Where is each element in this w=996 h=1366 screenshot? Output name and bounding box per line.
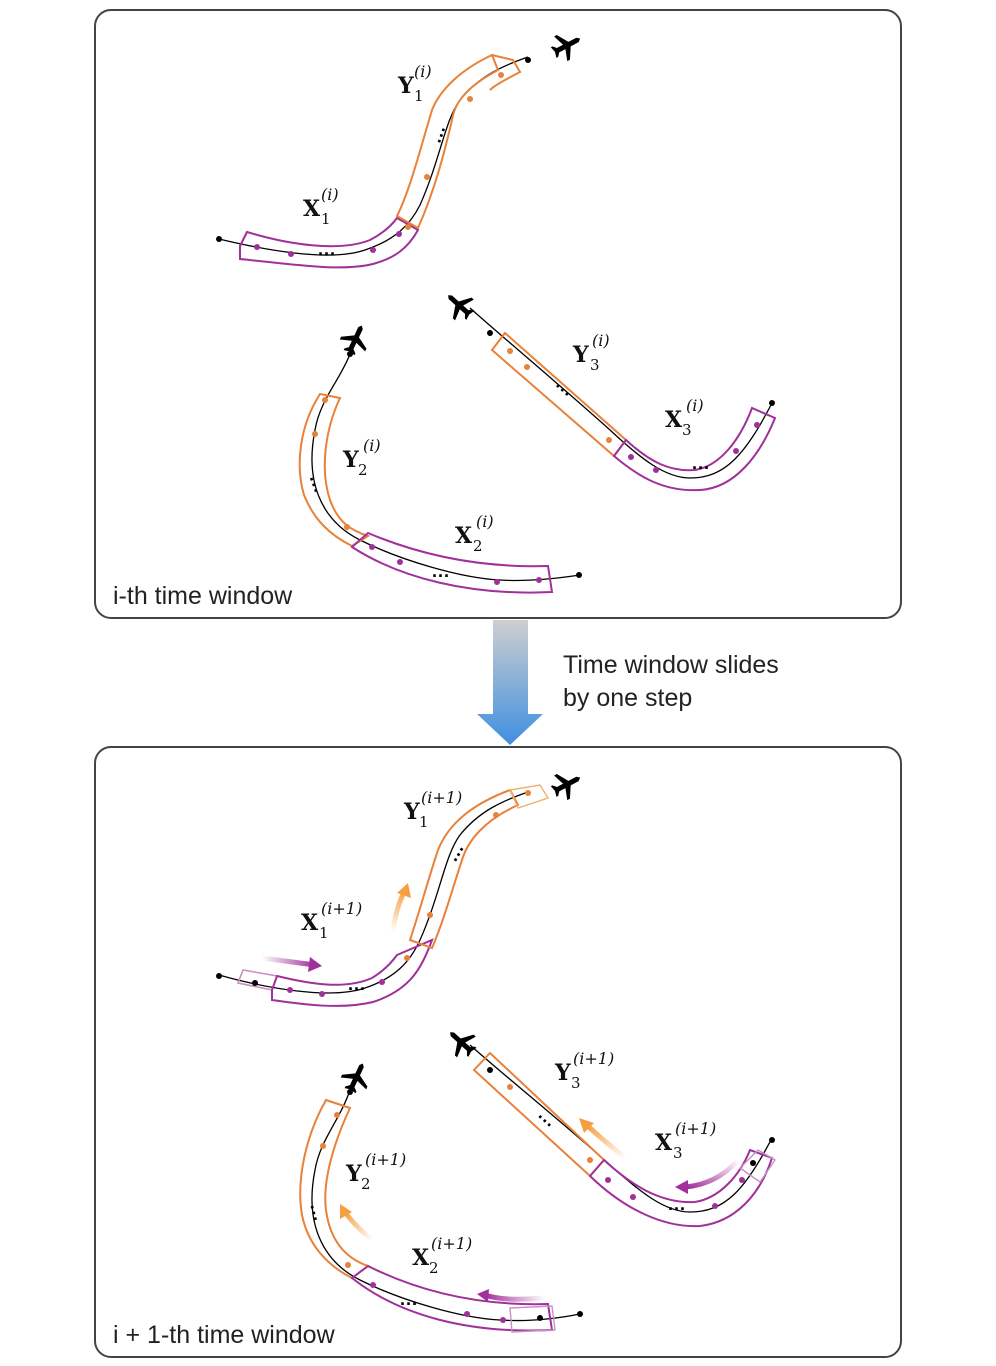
svg-text:(i): (i) [592,331,610,350]
svg-text:···: ··· [668,1199,686,1219]
svg-text:Y: Y [342,447,359,473]
svg-text:1: 1 [319,924,329,942]
label-y2-top: Y 2 (i) [342,436,381,479]
svg-text:(i+1): (i+1) [675,1119,716,1138]
svg-text:···: ··· [432,566,450,586]
label-y1-top: Y 1 (i) [397,62,432,105]
svg-text:X: X [665,407,683,433]
bottom-panel-frame [94,746,902,1358]
label-x2-top: X 2 (i) [455,512,494,555]
svg-text:···: ··· [348,979,366,999]
transition-note-line1: Time window slides [563,651,779,679]
svg-text:Y: Y [403,799,420,825]
svg-text:2: 2 [358,461,368,479]
svg-text:(i+1): (i+1) [573,1049,614,1068]
label-y1-bottom: Y 1 (i+1) [403,788,462,831]
svg-text:···: ··· [400,1294,418,1314]
svg-text:(i+1): (i+1) [421,788,462,807]
trajectory-2-top: ··· ··· [298,319,582,594]
svg-text:···: ··· [429,123,454,147]
svg-text:Y: Y [554,1060,571,1086]
svg-text:···: ··· [692,458,710,478]
svg-text:···: ··· [302,1202,326,1225]
svg-text:2: 2 [429,1259,439,1277]
svg-text:(i+1): (i+1) [321,899,362,918]
svg-text:(i): (i) [321,185,339,204]
svg-text:3: 3 [571,1074,581,1092]
label-y3-top: Y 3 (i) [572,331,610,374]
svg-text:(i+1): (i+1) [431,1234,472,1253]
trajectory-2-bottom: ··· ··· [299,1057,583,1333]
top-panel-caption: i-th time window [113,582,293,610]
label-x3-top: X 3 (i) [665,396,704,439]
svg-text:3: 3 [682,421,692,439]
svg-text:3: 3 [590,356,600,374]
svg-text:···: ··· [318,244,336,264]
svg-text:1: 1 [419,813,429,831]
svg-text:Y: Y [397,73,414,99]
svg-text:3: 3 [673,1144,683,1162]
label-x3-bottom: X 3 (i+1) [655,1119,716,1162]
label-x1-top: X 1 (i) [303,185,339,228]
svg-text:Y: Y [345,1161,362,1187]
svg-text:···: ··· [301,473,326,497]
svg-text:X: X [303,196,321,222]
svg-text:(i): (i) [686,396,704,415]
svg-text:(i+1): (i+1) [365,1150,406,1169]
svg-text:X: X [412,1245,430,1271]
svg-text:(i): (i) [476,512,494,531]
bottom-panel-caption: i + 1-th time window [113,1321,336,1349]
trajectory-1-top: ··· ··· [216,26,587,269]
transition-note-line2: by one step [563,684,692,712]
label-y3-bottom: Y 3 (i+1) [554,1049,614,1092]
slide-arrow [477,620,543,745]
svg-text:X: X [301,910,319,936]
label-y2-bottom: Y 2 (i+1) [345,1150,406,1193]
svg-text:Y: Y [572,342,589,368]
svg-text:2: 2 [361,1175,371,1193]
top-panel-frame [94,9,902,619]
svg-text:X: X [655,1130,673,1156]
svg-text:1: 1 [321,210,331,228]
svg-text:(i): (i) [363,436,381,455]
label-x1-bottom: X 1 (i+1) [301,899,362,942]
svg-text:X: X [455,523,473,549]
svg-text:1: 1 [414,87,424,105]
svg-text:(i): (i) [414,62,432,81]
svg-text:2: 2 [473,537,483,555]
label-x2-bottom: X 2 (i+1) [412,1234,472,1277]
